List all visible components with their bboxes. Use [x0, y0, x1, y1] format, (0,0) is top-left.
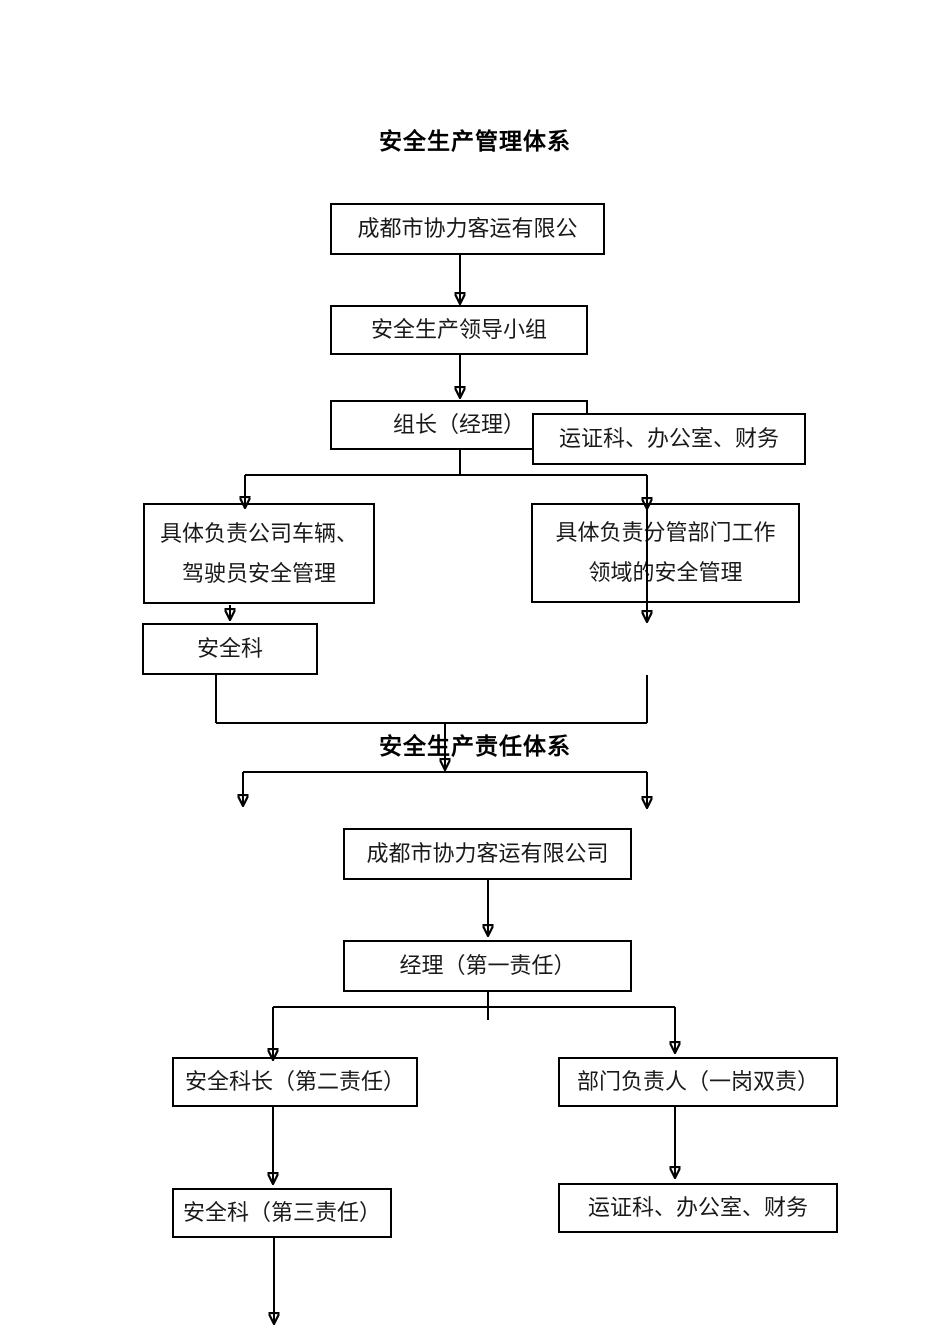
- node-vehicle-safety-duty-line1: 具体负责公司车辆、: [159, 520, 358, 546]
- node-dept-safety-duty-line2: 领域的安全管理: [588, 560, 743, 585]
- node-safety-section-top-label: 安全科: [196, 636, 263, 661]
- node-dept-heads: 部门负责人（一岗双责）: [558, 1057, 838, 1107]
- node-dept-list-top-label: 运证科、办公室、财务: [558, 426, 779, 451]
- node-company-bottom-label: 成都市协力客运有限公司: [366, 841, 609, 866]
- node-dept-heads-label: 部门负责人（一岗双责）: [576, 1069, 819, 1094]
- node-company-bottom: 成都市协力客运有限公司: [343, 828, 632, 880]
- node-company-top: 成都市协力客运有限公: [330, 203, 605, 255]
- diagram1-title: 安全生产管理体系: [379, 128, 571, 154]
- node-dept-safety-duty-line1: 具体负责分管部门工作: [555, 520, 776, 545]
- node-dept-safety-duty: 具体负责分管部门工作 领域的安全管理: [531, 503, 800, 603]
- node-company-top-label: 成都市协力客运有限公: [357, 216, 578, 241]
- node-safety-leading-group: 安全生产领导小组: [330, 305, 588, 355]
- node-vehicle-safety-duty-line2: 驾驶员安全管理: [181, 560, 336, 586]
- node-safety-section-third-duty-label: 安全科（第三责任）: [182, 1200, 381, 1225]
- node-safety-leading-group-label: 安全生产领导小组: [370, 317, 547, 342]
- node-safety-section-top: 安全科: [142, 623, 318, 675]
- node-safety-chief-second-duty-label: 安全科长（第二责任）: [184, 1069, 405, 1094]
- node-group-leader-label: 组长（经理）: [392, 412, 525, 437]
- node-manager-first-duty: 经理（第一责任）: [343, 940, 632, 992]
- node-dept-list-bottom-label: 运证科、办公室、财务: [587, 1195, 808, 1220]
- node-vehicle-safety-duty: 具体负责公司车辆、 驾驶员安全管理: [143, 503, 375, 604]
- node-safety-chief-second-duty: 安全科长（第二责任）: [172, 1057, 418, 1107]
- node-dept-list-top: 运证科、办公室、财务: [532, 413, 806, 465]
- node-safety-section-third-duty: 安全科（第三责任）: [172, 1188, 392, 1238]
- diagram2-title: 安全生产责任体系: [379, 733, 571, 759]
- node-dept-list-bottom: 运证科、办公室、财务: [558, 1183, 838, 1233]
- node-manager-first-duty-label: 经理（第一责任）: [399, 953, 576, 978]
